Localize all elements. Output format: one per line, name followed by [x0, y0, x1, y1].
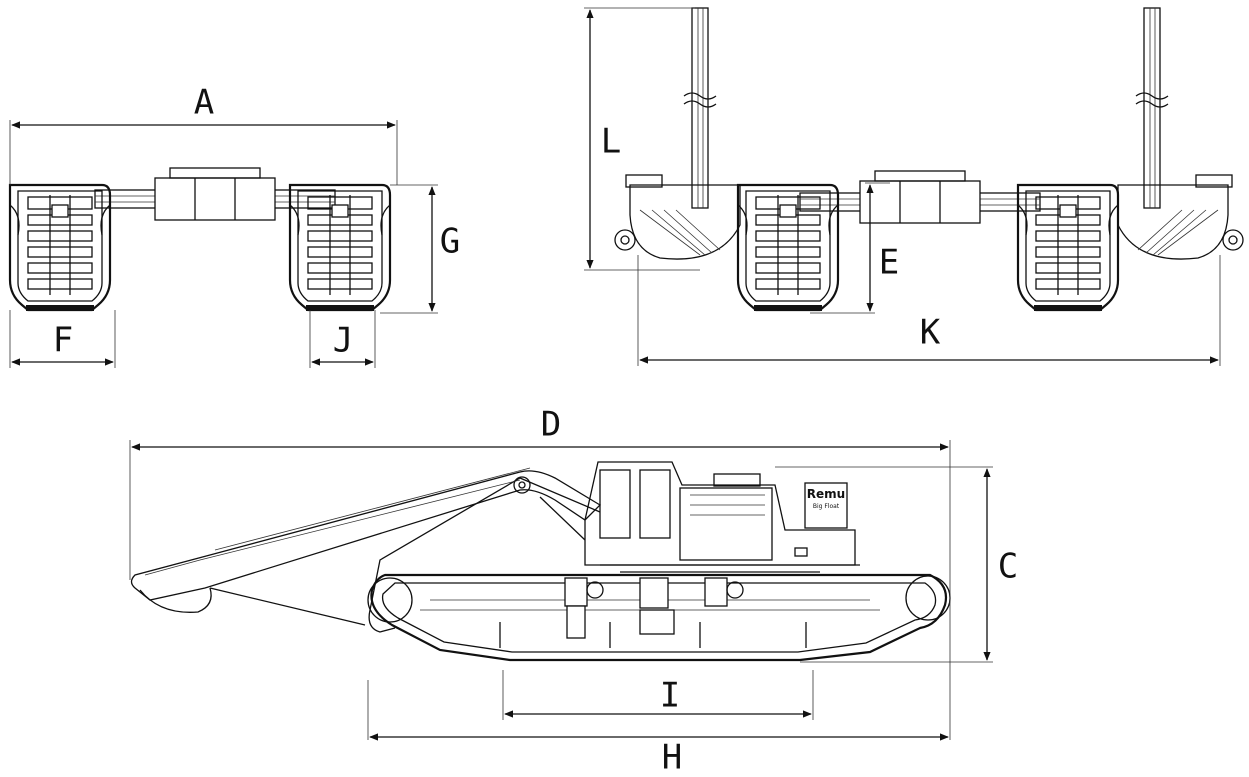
- dimension-label-d: D: [541, 405, 561, 445]
- beam: [94, 167, 336, 221]
- dimension-label-j: J: [333, 321, 353, 361]
- front-view-extended: L E K: [584, 7, 1244, 366]
- dimension-label-g: G: [440, 222, 460, 262]
- dimension-label-k: K: [920, 313, 941, 353]
- dimension-label-h: H: [662, 738, 682, 777]
- dimension-label-l: L: [601, 122, 621, 162]
- right-spud: [1117, 7, 1244, 260]
- dimension-label-i: I: [660, 676, 680, 716]
- left-pontoon: [736, 183, 840, 313]
- right-pontoon: [1016, 183, 1120, 313]
- left-spud: [614, 7, 741, 260]
- boom-arm-bucket: [130, 467, 602, 633]
- dimension-label-f: F: [53, 321, 73, 361]
- side-view: Remu Big Float D C: [129, 405, 1018, 777]
- track-pontoon: [367, 573, 951, 662]
- dimension-label-e: E: [879, 243, 899, 283]
- cabin-brand-model: Big Float: [813, 503, 840, 510]
- upper-structure: Remu Big Float: [584, 461, 860, 573]
- right-pontoon: [288, 183, 392, 313]
- dimension-label-c: C: [998, 547, 1018, 587]
- front-view-retracted: A F J G: [8, 83, 460, 368]
- cabin-brand-name: Remu: [807, 487, 845, 501]
- beam: [799, 170, 1041, 224]
- dimension-label-a: A: [194, 83, 214, 123]
